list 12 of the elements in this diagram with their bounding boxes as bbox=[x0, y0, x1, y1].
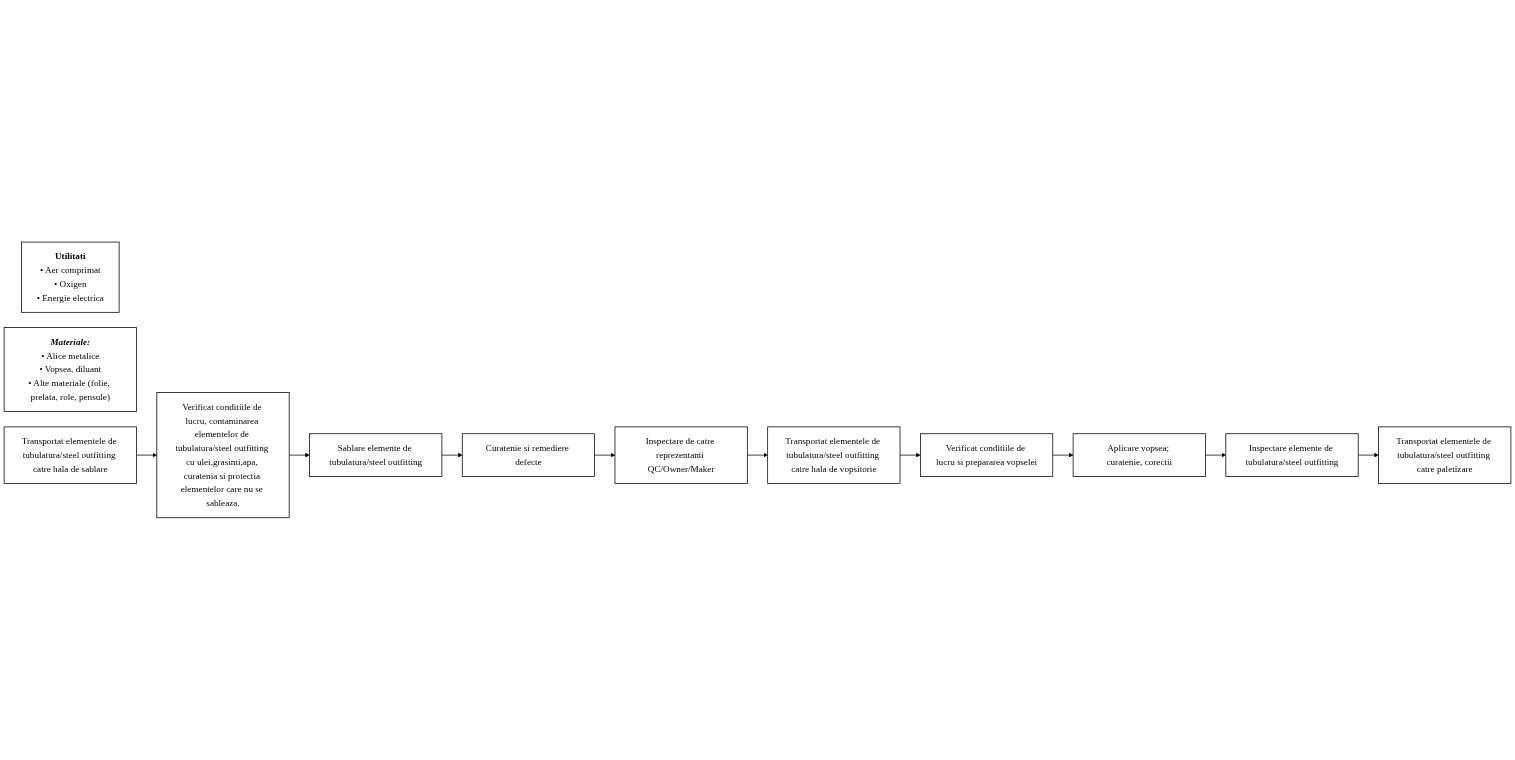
node-box: Materiale: • Alice metalice • Vopsea, diluant • Alte materiale (folie, prelata, role, pensule) bbox=[3, 327, 137, 413]
node-box: Inspectare elemente de tubulatura/steel outfitting bbox=[1225, 433, 1359, 477]
node-box: Transportat elementele de tubulatura/steel outfitting catre hala de vopsitorie bbox=[767, 426, 901, 484]
node-box: Transportat elementele de tubulatura/steel outfitting catre hala de sablare bbox=[3, 426, 137, 484]
node-box: Curatenie si remediere defecte bbox=[461, 433, 595, 477]
node-box: Transportat elementele de tubulatura/steel outfitting catre paletizare bbox=[1378, 426, 1512, 484]
node-box: Sablare elemente de tubulatura/steel outfitting bbox=[309, 433, 443, 477]
node-box: Inspectare de catre reprezentanti QC/Owner/Maker bbox=[614, 426, 748, 484]
node-box: Aplicare vopsea; curatenie, corectii bbox=[1072, 433, 1206, 477]
node-box: Verificat conditiile de lucru si prepararea vopselei bbox=[920, 433, 1054, 477]
node-box: Utilitati • Aer comprimat • Oxigen • Energie electrica bbox=[21, 241, 120, 313]
node-box: Verificat conditiile de lucru, contaminarea elementelor de tubulatura/steel outfitting cu ulei,grasimi,apa, curatenia si protectia elementelor care nu se sableaza. bbox=[156, 392, 290, 519]
